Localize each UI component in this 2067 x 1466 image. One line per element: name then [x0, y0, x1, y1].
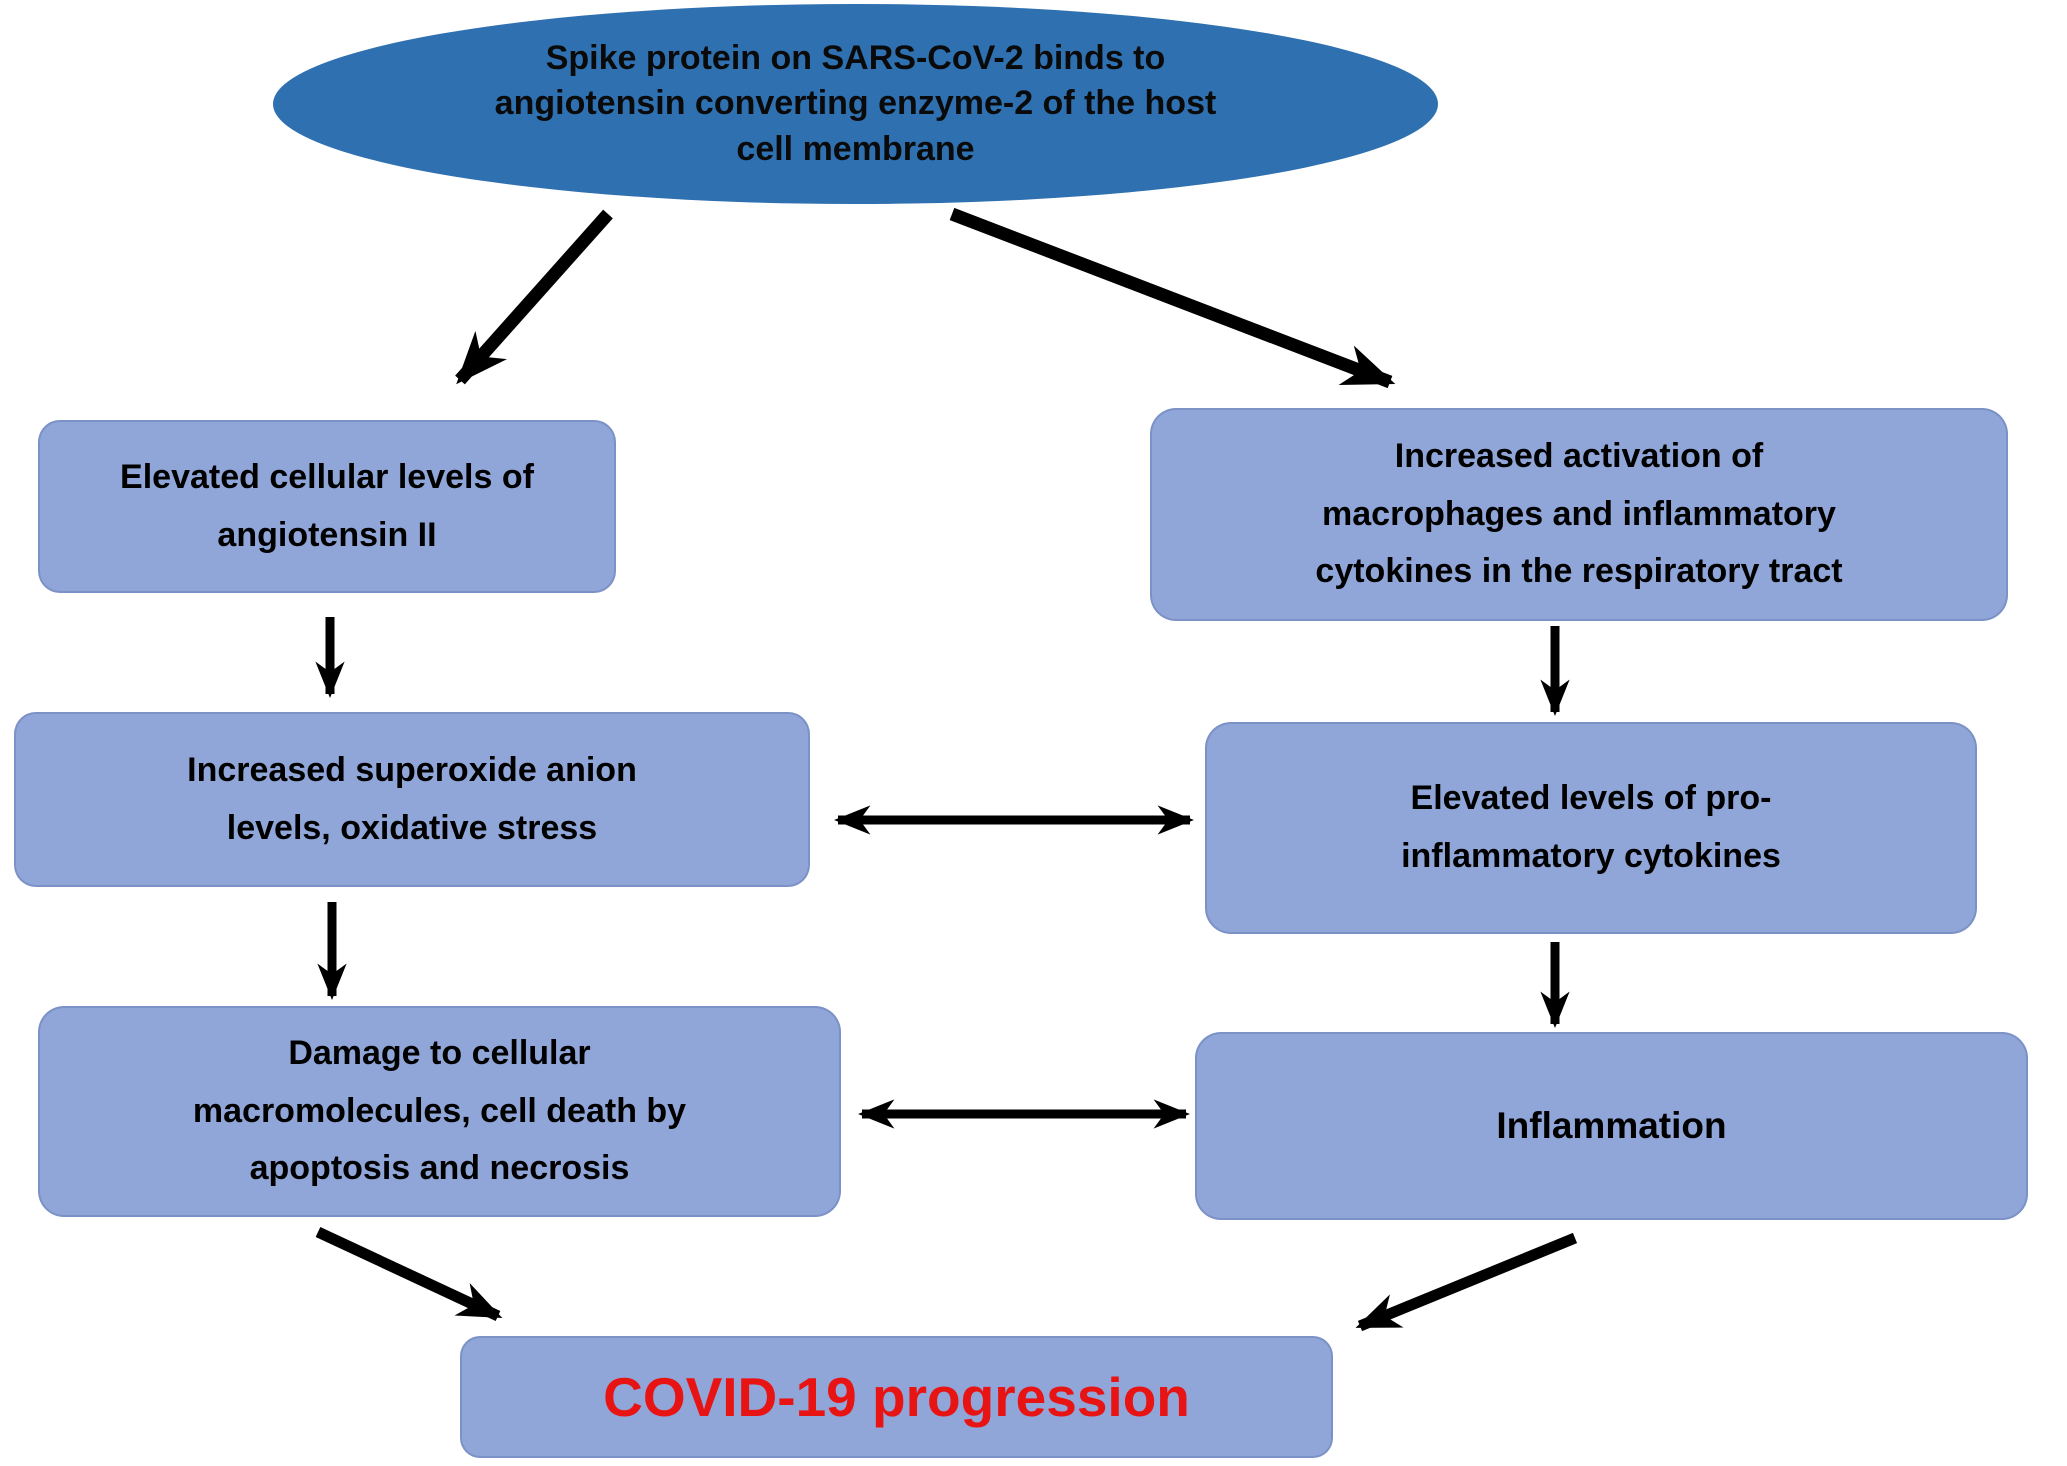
arrow-spike-to-macrophage-activation — [949, 207, 1396, 389]
arrow-spike-to-angiotensin — [455, 209, 613, 385]
node-spike-binding: Spike protein on SARS-CoV-2 binds to ang… — [273, 4, 1438, 204]
arrow-inflammation-to-covid — [1355, 1232, 1578, 1332]
node-inflammation: Inflammation — [1195, 1032, 2028, 1220]
node-macrophage-activation: Increased activation of macrophages and … — [1150, 408, 2008, 621]
arrow-damage-to-covid — [315, 1227, 503, 1321]
node-superoxide: Increased superoxide anion levels, oxida… — [14, 712, 810, 887]
node-cytokines: Elevated levels of pro- inflammatory cyt… — [1205, 722, 1977, 934]
node-covid-progression: COVID-19 progression — [460, 1336, 1333, 1458]
node-angiotensin: Elevated cellular levels of angiotensin … — [38, 420, 616, 593]
node-damage: Damage to cellular macromolecules, cell … — [38, 1006, 841, 1217]
